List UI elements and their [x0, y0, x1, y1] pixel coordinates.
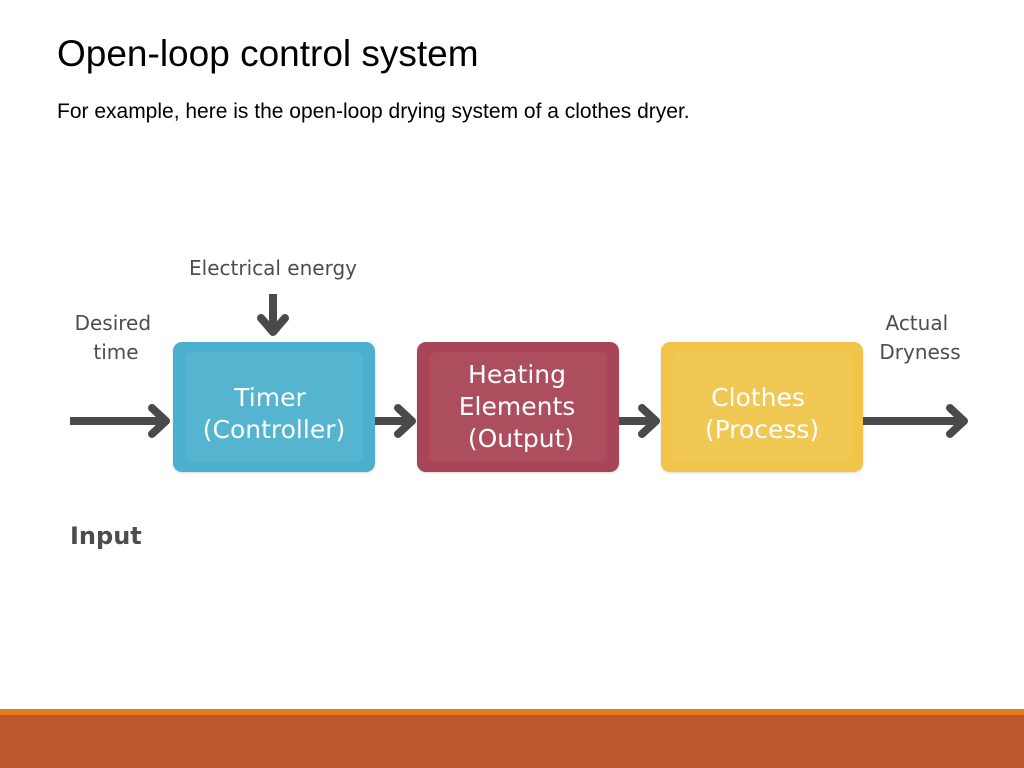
heating-block-label: Heating Elements (Output) — [459, 360, 583, 453]
footer-accent-line — [0, 709, 1024, 715]
timer-controller-block: Timer (Controller) — [173, 342, 375, 472]
heating-block-line-3: (Output) — [468, 424, 574, 453]
heating-block-line-1: Heating — [468, 360, 566, 389]
slide-body-text: For example, here is the open-loop dryin… — [57, 100, 690, 123]
energy-down-arrow — [257, 294, 289, 336]
electrical-energy-label: Electrical energy — [189, 256, 357, 280]
heating-elements-block: Heating Elements (Output) — [417, 342, 619, 472]
clothes-block-line-2: (Process) — [705, 415, 819, 444]
slide-title: Open-loop control system — [57, 33, 479, 74]
timer-block-line-2: (Controller) — [203, 415, 345, 444]
clothes-block-label: Clothes (Process) — [705, 383, 819, 444]
heating-block-line-2: Elements — [459, 392, 576, 421]
input-footnote-label: Input — [70, 522, 142, 550]
actual-dryness-label-line-2: Dryness — [879, 340, 960, 364]
output-arrow — [863, 404, 968, 438]
footer-bar — [0, 715, 1024, 768]
desired-time-label: Desired time — [75, 311, 158, 364]
desired-time-label-line-2: time — [93, 340, 138, 364]
actual-dryness-label-line-1: Actual — [885, 311, 948, 335]
timer-block-line-1: Timer — [233, 383, 306, 412]
timer-to-heating-arrow — [375, 404, 416, 438]
desired-time-label-line-1: Desired — [75, 311, 151, 335]
heating-to-clothes-arrow — [619, 404, 660, 438]
clothes-process-block: Clothes (Process) — [661, 342, 863, 472]
input-arrow — [70, 404, 170, 438]
timer-block-label: Timer (Controller) — [203, 383, 345, 444]
clothes-block-line-1: Clothes — [711, 383, 805, 412]
actual-dryness-label: Actual Dryness — [879, 311, 960, 364]
